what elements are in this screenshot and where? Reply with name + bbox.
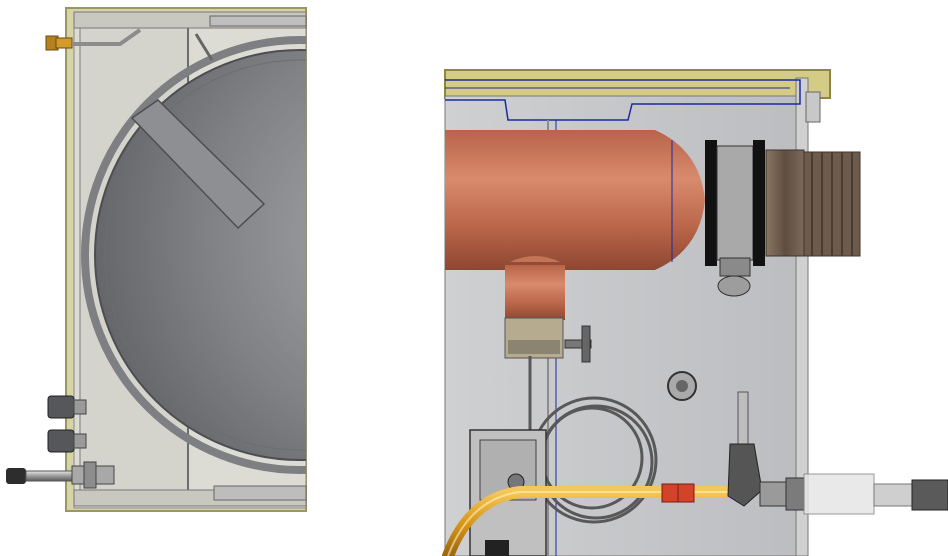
cable-gland-stack xyxy=(47,395,87,453)
probe-right xyxy=(759,473,948,515)
brass-threaded-fitting xyxy=(765,149,861,257)
seal-rings xyxy=(705,140,765,297)
copper-heater xyxy=(445,130,705,359)
right-assembly-view xyxy=(442,69,948,556)
probe-left xyxy=(6,461,115,489)
left-assembly-view xyxy=(6,7,307,512)
